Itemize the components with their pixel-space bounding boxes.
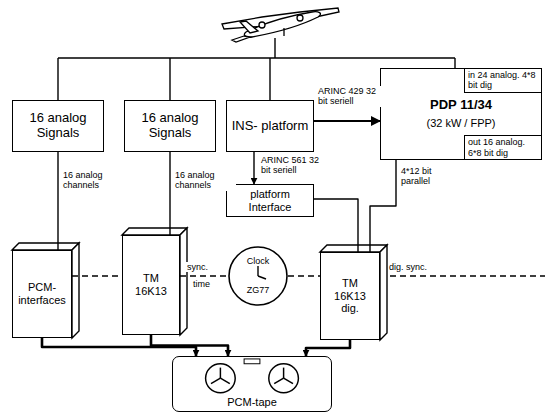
connector	[72, 275, 122, 276]
connector	[57, 152, 58, 250]
node-text: Clock	[247, 256, 270, 266]
node-text: platform Interface	[231, 188, 309, 213]
aircraft-engine	[297, 15, 303, 21]
node-text: out 16 analog. 6*8 bit dig	[464, 135, 541, 159]
connector-label: 16 analog channels	[174, 170, 236, 191]
signal-label: dig. sync.	[388, 262, 428, 272]
computer-box: in 24 analog. 4*8 bit digPDP 11/34 (32 kW…	[380, 68, 542, 160]
tape-reel	[206, 364, 236, 393]
pcm-interface-unit: PCM- interfaces	[12, 250, 72, 338]
node-text: ZG77	[247, 285, 270, 295]
node-text: PCM- interfaces	[17, 281, 67, 306]
sync-wire	[380, 275, 545, 276]
signal-box: 16 analog Signals	[12, 100, 104, 152]
aircraft-illustration	[222, 8, 339, 42]
connector	[253, 152, 254, 184]
connector	[314, 199, 358, 252]
signal-label: sync.	[186, 262, 209, 272]
reel-spoke	[283, 368, 284, 379]
clock-outline	[228, 244, 288, 308]
bus-wire	[169, 58, 170, 100]
telemetry-unit: TM 16K13 dig.	[320, 252, 380, 340]
clock-hand	[257, 266, 258, 276]
reel-spoke	[220, 368, 221, 379]
connector	[151, 335, 228, 356]
node-text: 16 analog Signals	[17, 111, 99, 141]
node-text: INS- platform	[232, 119, 309, 134]
platform-box: INS- platform	[226, 100, 314, 152]
aircraft-engine	[259, 22, 265, 28]
connector-label: ARINC 429 32 bit seriell	[317, 86, 381, 107]
clock-face	[229, 247, 287, 305]
telemetry-unit: TM 16K13	[122, 235, 180, 335]
clock-symbol: ClockZG77	[228, 244, 288, 308]
node-text: PDP 11/34	[430, 98, 492, 113]
node-text: in 24 analog. 4*8 bit dig	[464, 69, 541, 93]
box-top-face	[320, 245, 387, 252]
tape-recorder: PCM-tape	[172, 356, 332, 412]
reel-spoke	[284, 378, 293, 383]
connector	[42, 338, 196, 356]
bus-wire	[274, 38, 275, 58]
connector	[180, 275, 228, 276]
connector	[288, 275, 320, 276]
connector-label: ARINC 561 32 bit seriell	[260, 155, 326, 176]
node-text: TM 16K13 dig.	[325, 277, 375, 315]
reel-spoke	[274, 378, 283, 383]
aircraft-gear	[283, 28, 284, 36]
bus-wire	[454, 58, 455, 68]
node-text: PCM-tape	[227, 396, 277, 409]
aircraft-fuselage	[244, 12, 320, 37]
tape-reel	[269, 364, 299, 393]
signal-label: time	[192, 279, 211, 289]
node-text: 16 analog Signals	[129, 111, 211, 141]
reel-spoke	[211, 378, 220, 383]
connector	[370, 160, 396, 252]
bus-wire	[57, 58, 58, 100]
aircraft-stabilizer	[232, 36, 250, 42]
box-side-face	[180, 228, 187, 335]
signal-box: 16 analog Signals	[124, 100, 216, 152]
node-text: TM 16K13	[127, 272, 175, 297]
connector	[314, 120, 380, 122]
bus-wire	[58, 57, 455, 58]
connector-label: 16 analog channels	[62, 170, 124, 191]
reel-spoke	[220, 378, 229, 383]
connector	[306, 340, 350, 356]
box-top-face	[122, 228, 187, 235]
box-side-face	[72, 243, 79, 338]
connector	[169, 152, 170, 235]
signal-label: 4*12 bit parallel	[400, 166, 454, 187]
aircraft-tail	[240, 21, 258, 33]
tape-head	[244, 359, 260, 364]
box-side-face	[380, 245, 387, 340]
interface-box: platform Interface	[226, 184, 314, 217]
bus-wire	[269, 58, 270, 100]
box-top-face	[12, 243, 79, 250]
node-text: (32 kW / FPP)	[426, 117, 495, 130]
clock-hand	[258, 276, 266, 279]
